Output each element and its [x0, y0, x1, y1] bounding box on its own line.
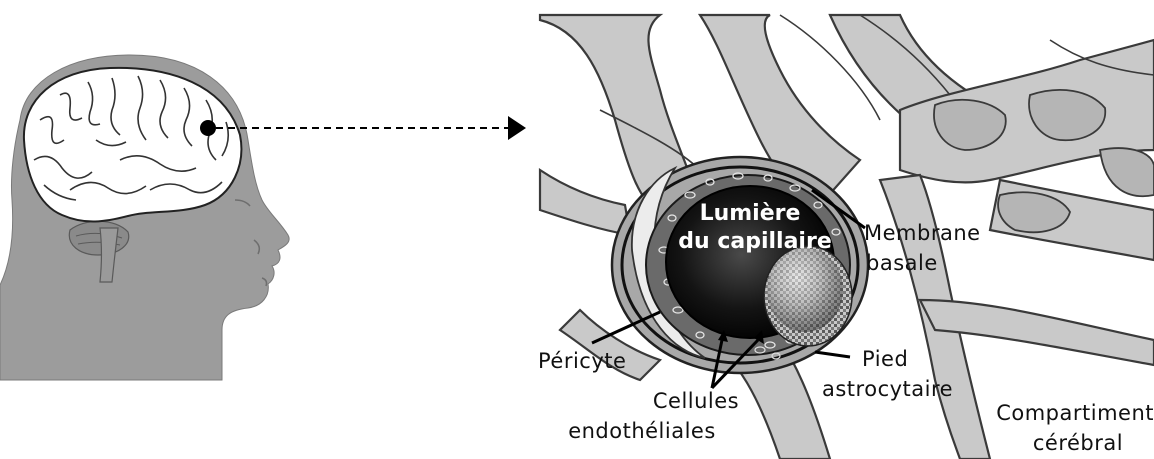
- label-compartiment: Compartiment: [996, 401, 1154, 425]
- label-endotheliales: endothéliales: [568, 419, 716, 443]
- label-pericyte: Péricyte: [538, 349, 626, 373]
- label-lumiere: Lumière: [700, 201, 801, 226]
- label-du-capillaire: du capillaire: [678, 229, 831, 254]
- cerebellum: [69, 221, 128, 255]
- head-profile: [0, 55, 289, 380]
- pointer-arrow: [200, 116, 526, 140]
- tissue-section: Lumière du capillaire Membrane basale Pé…: [538, 15, 1154, 459]
- arrowhead: [508, 116, 526, 140]
- label-cellules: Cellules: [653, 389, 739, 413]
- label-astrocytaire: astrocytaire: [822, 377, 953, 401]
- label-cerebral: cérébral: [1033, 431, 1123, 455]
- pointer-dot: [200, 120, 216, 136]
- label-pied: Pied: [862, 347, 908, 371]
- label-basale: basale: [866, 251, 938, 275]
- label-membrane: Membrane: [864, 221, 981, 245]
